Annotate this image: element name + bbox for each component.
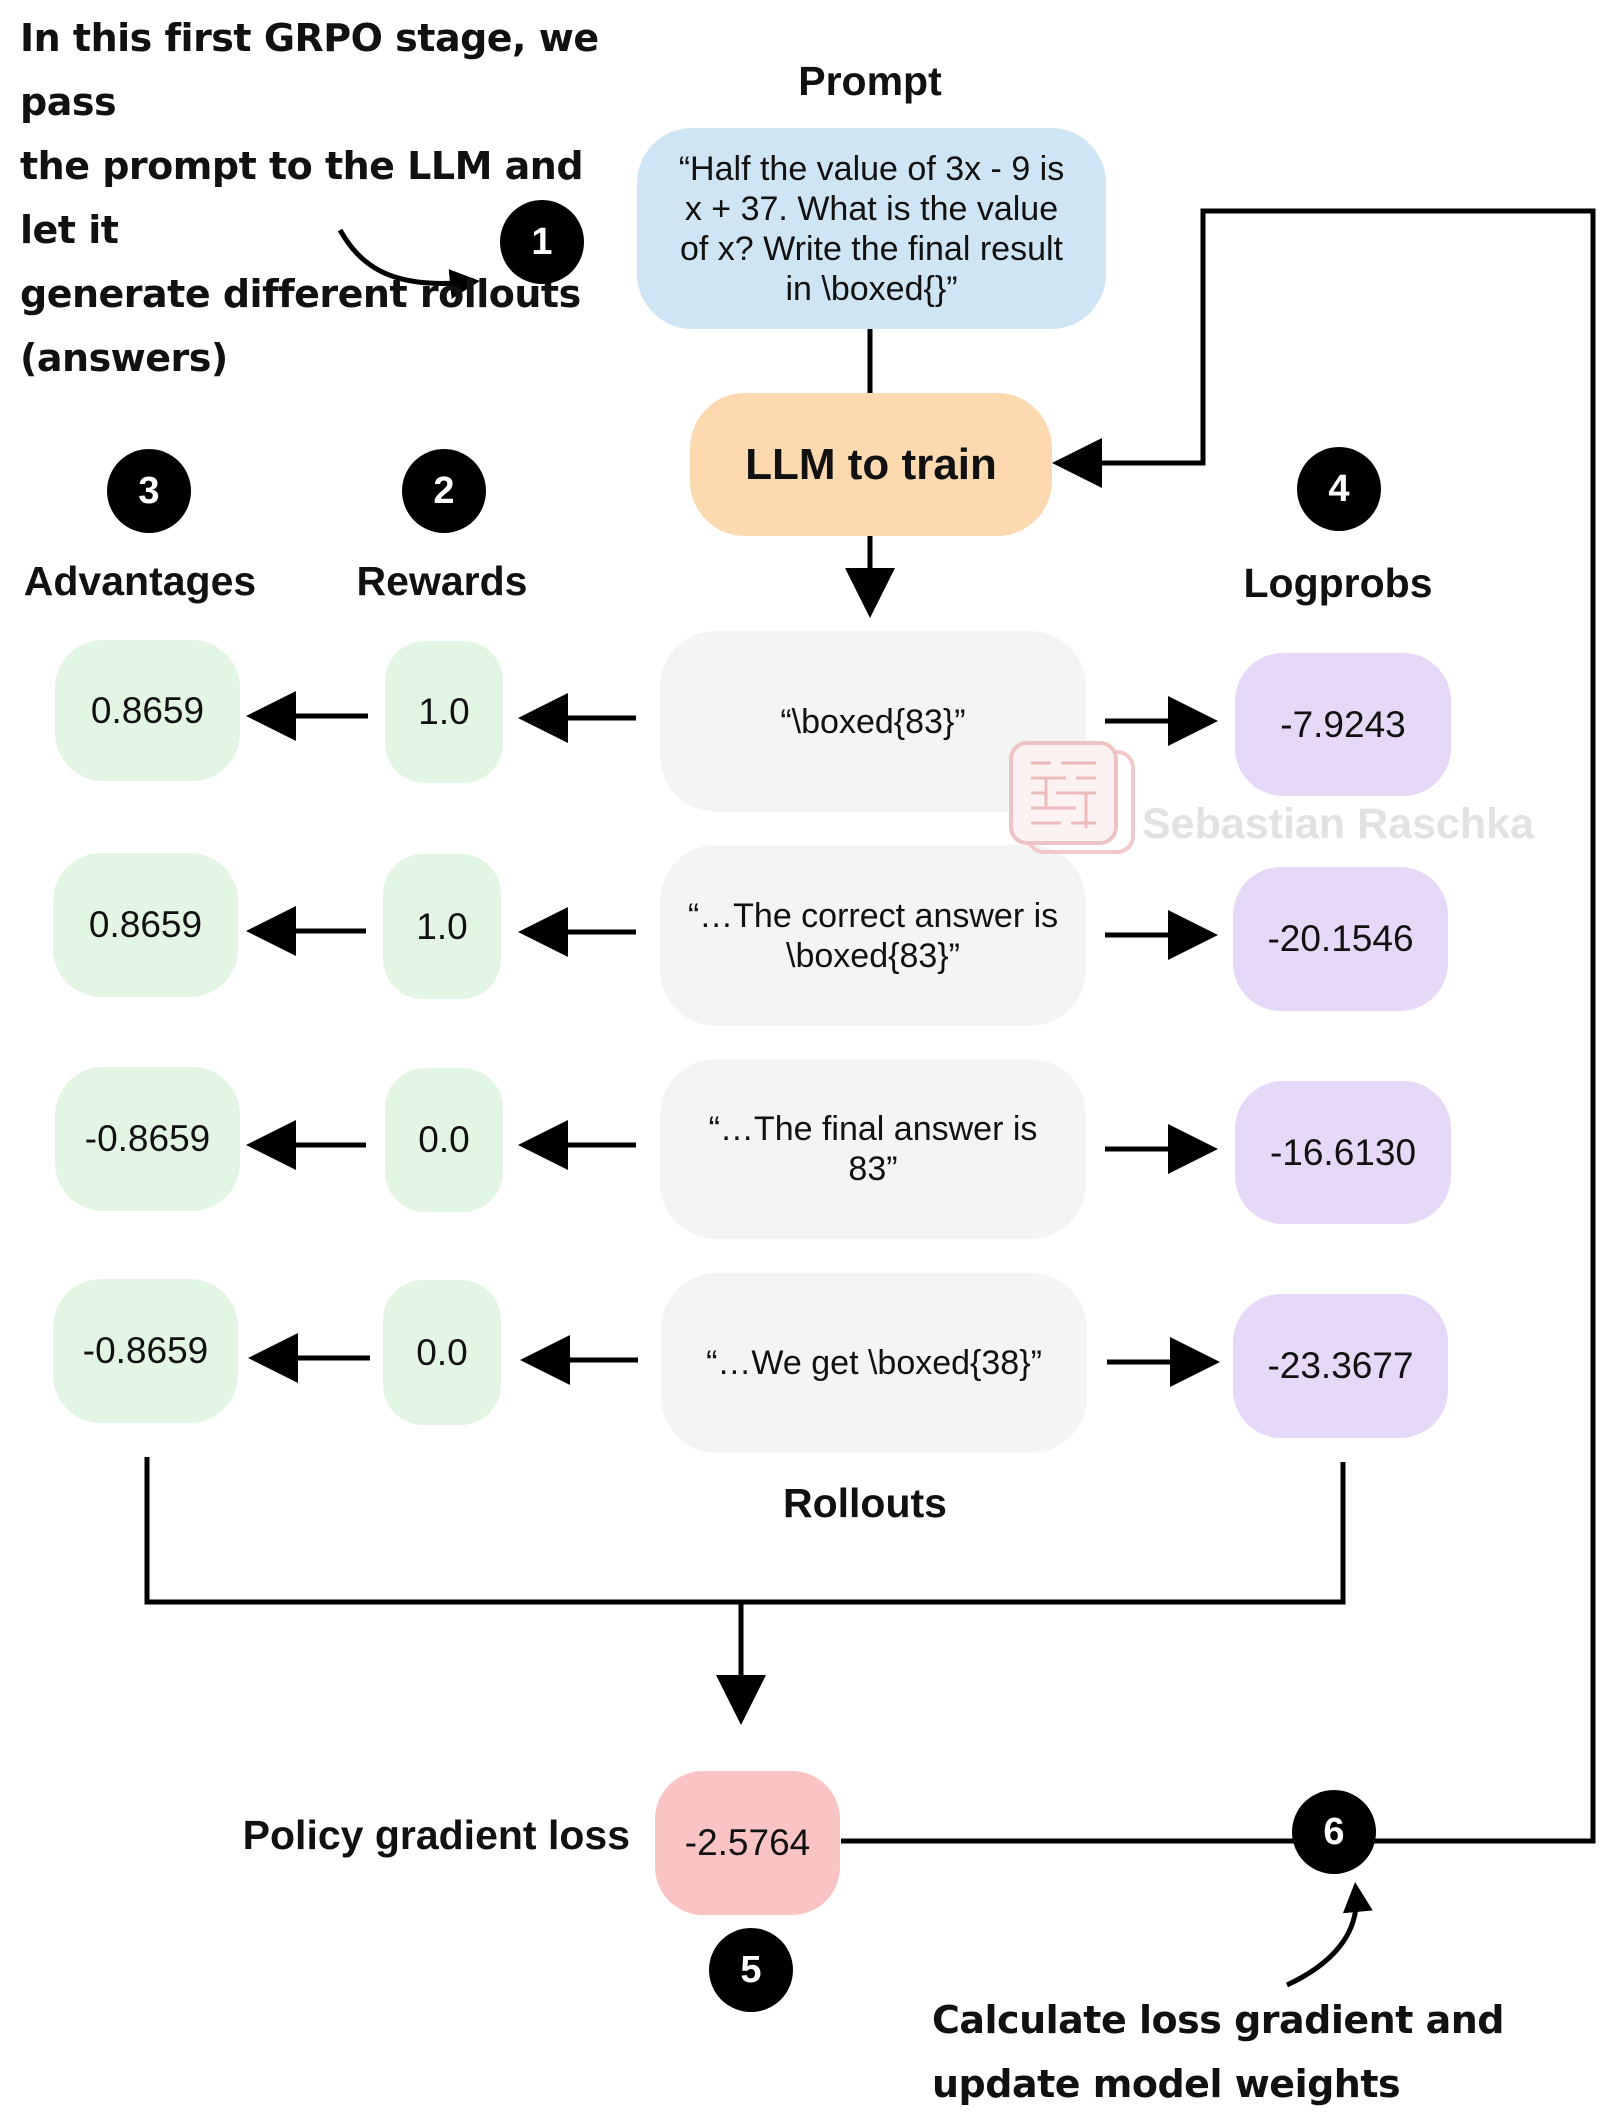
advantage-box: -0.8659 — [53, 1279, 238, 1423]
llm-label: LLM to train — [745, 439, 997, 489]
logprob-box: -7.9243 — [1235, 653, 1451, 796]
advantage-value: 0.8659 — [88, 904, 203, 945]
reward-value: 1.0 — [416, 905, 468, 947]
prompt-box: “Half the value of 3x - 9 is x + 37. Wha… — [637, 128, 1106, 329]
logprob-value: -23.3677 — [1267, 1345, 1414, 1386]
step1-annotation-line: generate different rollouts — [20, 272, 581, 316]
reward-value: 0.0 — [418, 1119, 470, 1160]
step6-annotation-line: Calculate loss gradient and — [932, 1998, 1505, 2042]
step6-annotation-line: update model weights — [932, 2062, 1401, 2106]
step-number-2: 2 — [402, 449, 486, 533]
watermark-text: Sebastian Raschka — [1142, 800, 1534, 848]
step-number-3: 3 — [107, 449, 191, 533]
prompt-text: “Half the value of 3x - 9 is x + 37. Wha… — [678, 149, 1065, 308]
reward-value: 0.0 — [416, 1331, 468, 1373]
advantage-value: -0.8659 — [82, 1330, 209, 1371]
reward-box: 1.0 — [385, 641, 503, 783]
loss-label: Policy gradient loss — [242, 1812, 630, 1858]
step1-annotation-line: (answers) — [20, 336, 228, 380]
logprob-box: -23.3677 — [1233, 1294, 1448, 1438]
step1-annotation: In this first GRPO stage, we pass the pr… — [20, 6, 620, 390]
step-number-6: 6 — [1292, 1790, 1376, 1874]
reward-box: 0.0 — [385, 1068, 503, 1212]
step-number-4: 4 — [1297, 447, 1381, 531]
step6-annotation: Calculate loss gradient and update model… — [932, 1988, 1572, 2116]
advantages-header: Advantages — [23, 558, 257, 604]
reward-value: 1.0 — [418, 691, 470, 732]
loss-box: -2.5764 — [655, 1771, 840, 1915]
reward-box: 1.0 — [383, 854, 501, 999]
rollout-box: “…The final answer is 83” — [660, 1059, 1086, 1239]
rollout-text: “…The correct answer is \boxed{83}” — [687, 896, 1059, 975]
watermark-logo-icon — [1009, 741, 1135, 854]
rollouts-header: Rollouts — [783, 1480, 947, 1526]
rollout-text: “…We get \boxed{38}” — [706, 1344, 1042, 1382]
rollout-text: “…The final answer is 83” — [708, 1110, 1038, 1188]
rollout-box: “…The correct answer is \boxed{83}” — [660, 845, 1086, 1026]
logprob-box: -20.1546 — [1233, 867, 1448, 1011]
rewards-header: Rewards — [356, 558, 528, 604]
advantage-box: 0.8659 — [55, 640, 240, 781]
loss-value: -2.5764 — [684, 1822, 811, 1863]
step1-annotation-line: the prompt to the LLM and let it — [20, 144, 584, 252]
advantage-value: -0.8659 — [84, 1118, 211, 1159]
logprob-value: -16.6130 — [1269, 1131, 1417, 1173]
advantage-value: 0.8659 — [90, 689, 205, 731]
step-number-5: 5 — [709, 1928, 793, 2012]
watermark: Sebastian Raschka — [1006, 738, 1586, 860]
llm-box: LLM to train — [690, 393, 1052, 536]
rollout-box: “…We get \boxed{38}” — [661, 1273, 1087, 1453]
logprob-value: -20.1546 — [1267, 918, 1414, 959]
advantage-box: 0.8659 — [53, 853, 238, 997]
step-number-1: 1 — [500, 200, 584, 284]
reward-box: 0.0 — [383, 1280, 501, 1425]
step1-annotation-line: In this first GRPO stage, we pass — [20, 16, 599, 124]
logprob-value: -7.9243 — [1280, 703, 1406, 745]
logprobs-header: Logprobs — [1243, 560, 1433, 606]
prompt-header: Prompt — [798, 58, 942, 104]
rollout-text: “\boxed{83}” — [780, 702, 966, 741]
logprob-box: -16.6130 — [1235, 1081, 1451, 1224]
advantage-box: -0.8659 — [55, 1067, 240, 1211]
